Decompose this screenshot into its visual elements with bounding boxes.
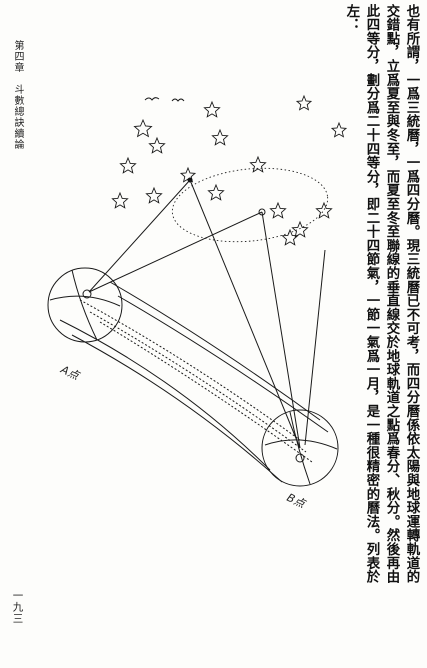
sight-line bbox=[88, 179, 191, 293]
bird-sketch bbox=[144, 97, 160, 101]
star-icon bbox=[119, 156, 137, 174]
label-a: A点 bbox=[58, 363, 83, 384]
label-b: B点 bbox=[285, 491, 309, 511]
bird-sketch bbox=[171, 98, 185, 102]
star-icon bbox=[148, 136, 166, 154]
sight-line bbox=[261, 211, 301, 449]
star-icon bbox=[111, 191, 129, 209]
star-icon bbox=[315, 201, 333, 219]
star-icon bbox=[133, 118, 153, 138]
star-icon bbox=[211, 128, 229, 146]
star-icon bbox=[249, 155, 267, 173]
body-text-column-3: 此四等分，劃分爲二十四等分，即二十四節氣，一節一氣爲一月，是一種很精密的曆法。列… bbox=[363, 4, 380, 584]
page-number: 一九三 bbox=[11, 590, 24, 625]
star-icon bbox=[269, 201, 287, 219]
body-text-column-4: 左： bbox=[343, 4, 360, 32]
running-head: 第四章 斗數總訣續論 bbox=[12, 40, 23, 150]
star-icon bbox=[330, 121, 348, 138]
star-icon bbox=[145, 186, 163, 204]
orbit-band bbox=[59, 281, 329, 483]
body-text-column-2: 交錯點，立爲夏至與冬至，而夏至冬至聯線的垂直線交於地球軌道之點爲春分、秋分。然後… bbox=[383, 4, 400, 584]
sight-line bbox=[189, 179, 301, 449]
earth-circle-b bbox=[261, 409, 339, 487]
earth-circle-a bbox=[47, 267, 123, 343]
stars bbox=[111, 94, 348, 246]
body-text-column-1: 也有所謂，一爲三統曆，一爲四分曆。現三統曆已不可考，而四分曆係依太陽與地球運轉軌… bbox=[403, 4, 420, 584]
sight-line bbox=[304, 249, 326, 446]
star-icon bbox=[281, 228, 299, 246]
zodiac-orbit bbox=[171, 167, 329, 243]
star-icon bbox=[203, 100, 221, 118]
sight-line bbox=[88, 211, 263, 293]
star-icon bbox=[207, 183, 225, 201]
star-icon bbox=[295, 94, 313, 111]
star-icon bbox=[291, 220, 309, 238]
